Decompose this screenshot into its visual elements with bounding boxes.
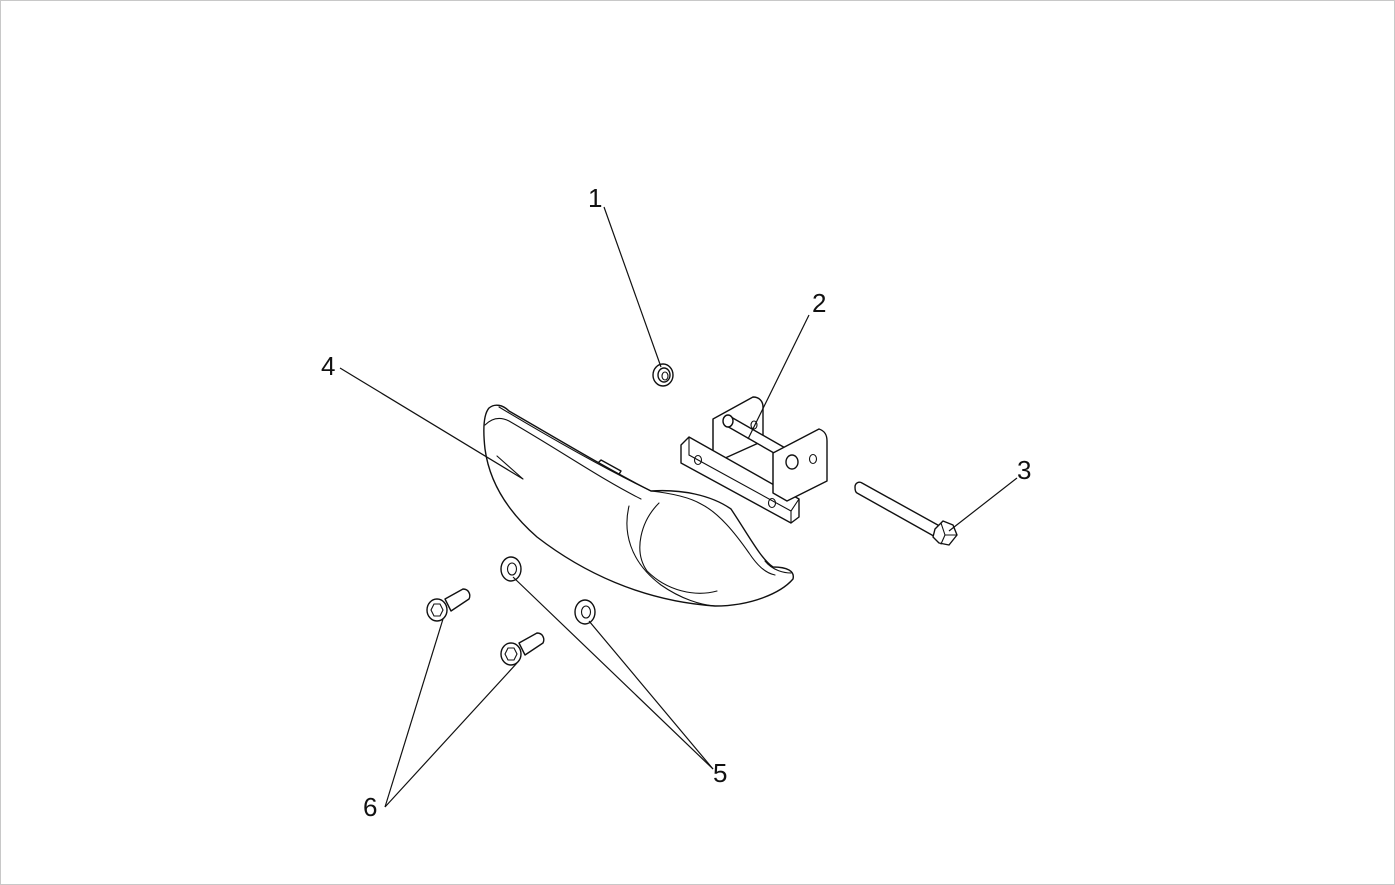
leader-5b bbox=[588, 620, 714, 770]
leader-1 bbox=[603, 206, 662, 368]
callout-2: 2 bbox=[812, 288, 826, 318]
leader-6a bbox=[384, 618, 444, 808]
leader-5a bbox=[512, 576, 714, 770]
part-2-bracket bbox=[680, 396, 828, 524]
part-6-screws bbox=[426, 588, 545, 666]
callout-labels: 1 2 3 4 5 6 bbox=[321, 183, 1031, 822]
callout-1: 1 bbox=[588, 183, 602, 213]
callout-4: 4 bbox=[321, 351, 335, 381]
leader-4 bbox=[339, 367, 524, 480]
callout-3: 3 bbox=[1017, 455, 1031, 485]
callout-5: 5 bbox=[713, 758, 727, 788]
part-1-nut bbox=[652, 363, 674, 387]
part-5-washers bbox=[500, 556, 596, 625]
leader-2 bbox=[747, 314, 810, 440]
leader-lines bbox=[339, 206, 1018, 808]
part-4-bumper bbox=[483, 404, 794, 607]
part-3-bolt bbox=[854, 481, 958, 546]
leader-3 bbox=[948, 477, 1018, 532]
leader-6b bbox=[384, 662, 518, 808]
callout-6: 6 bbox=[363, 792, 377, 822]
